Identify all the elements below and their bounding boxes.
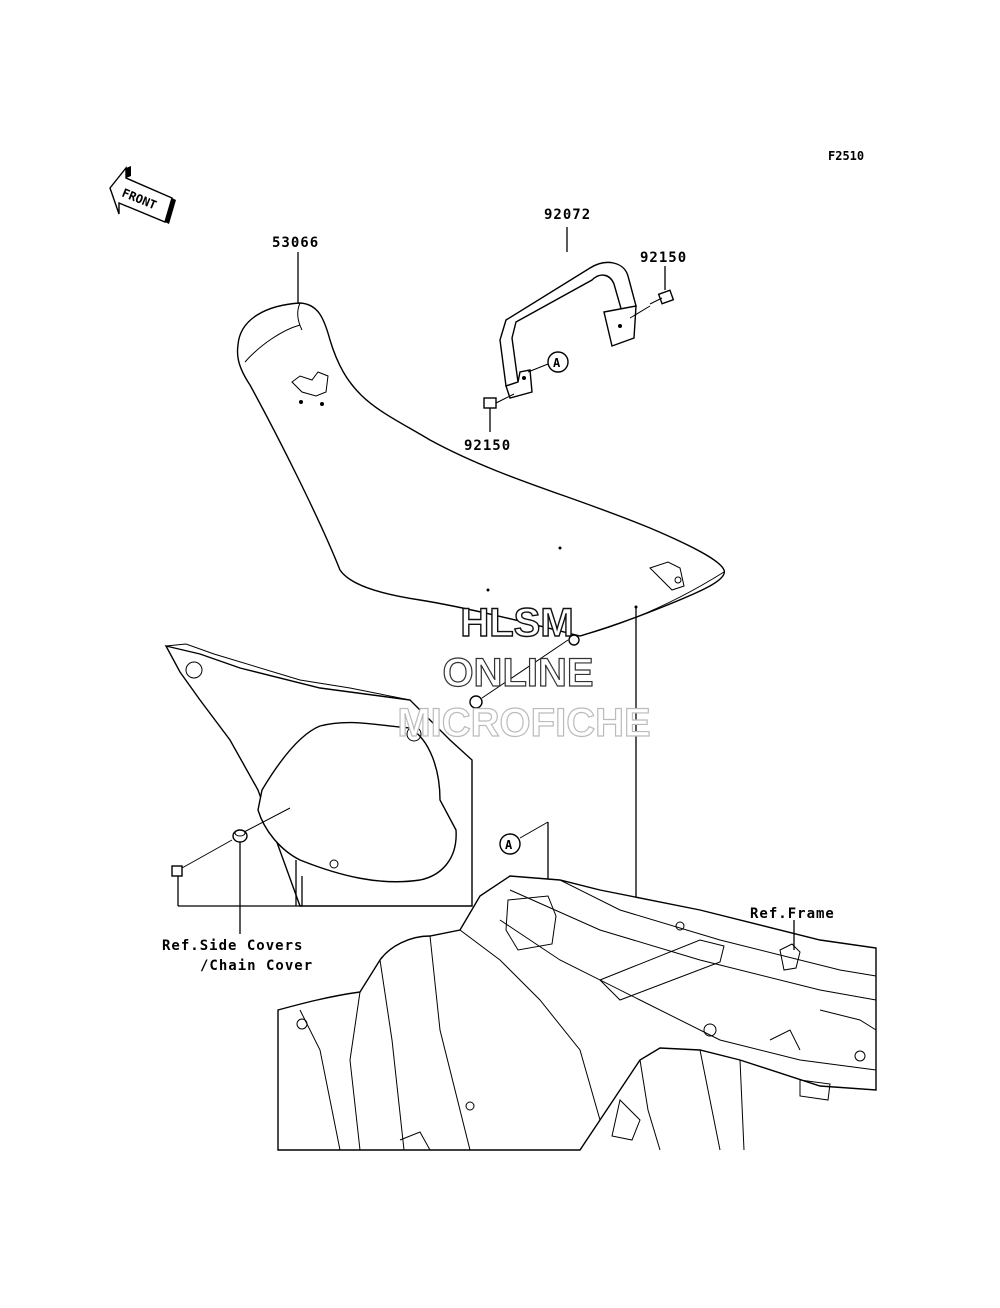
side-cover-part <box>164 643 473 907</box>
figure-code: F2510 <box>828 149 864 163</box>
marker-a-top-circle <box>547 351 569 373</box>
marker-a-bottom-circle <box>499 833 521 855</box>
watermark-line1: HLSM <box>460 601 573 645</box>
marker-a-bottom: A <box>505 838 513 852</box>
grab-bar-part-number: 92072 <box>544 207 591 223</box>
watermark: HLSM ONLINE MICROFICHE <box>397 600 652 745</box>
side-cover-bolt-part <box>171 865 183 877</box>
seat-part-number: 53066 <box>272 235 319 251</box>
bolt-left-part-number: 92150 <box>464 438 511 454</box>
watermark-line3: MICROFICHE <box>397 701 650 745</box>
watermark-line2: ONLINE <box>442 651 593 695</box>
ref-side-covers-line1: Ref.Side Covers <box>162 938 303 954</box>
clip-part <box>469 695 483 709</box>
bolt-right-part-number: 92150 <box>640 250 687 266</box>
ref-side-covers-line2: /Chain Cover <box>200 958 313 974</box>
front-arrow-icon: FRONT <box>109 166 176 224</box>
bolt-left-part <box>483 397 507 409</box>
frame-part <box>277 875 877 1151</box>
bolt-right-part <box>649 289 675 305</box>
marker-a-top: A <box>553 356 561 370</box>
ref-frame: Ref.Frame <box>750 906 835 922</box>
seat-part <box>236 302 725 637</box>
grab-bar-part <box>499 261 637 399</box>
